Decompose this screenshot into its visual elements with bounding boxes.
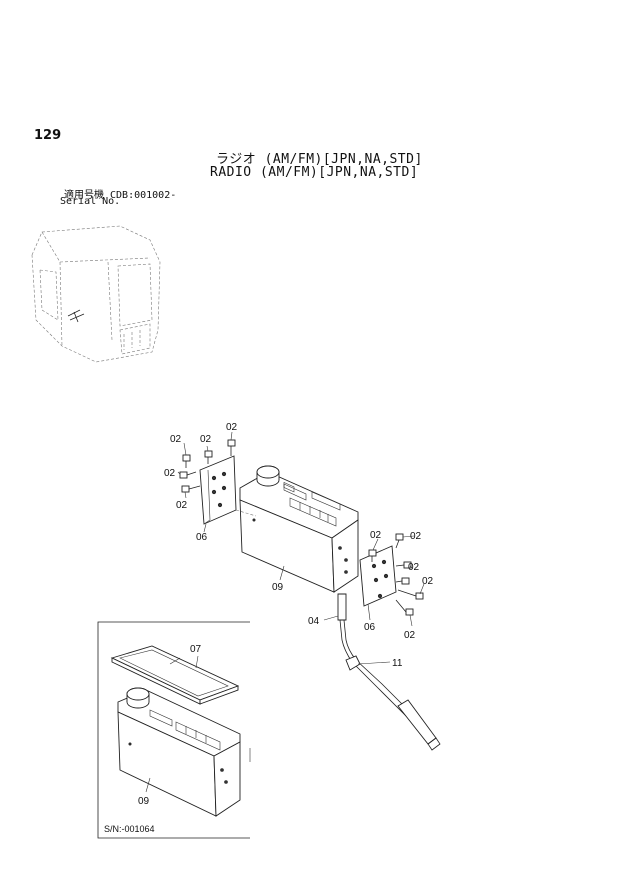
callout-06: 06 xyxy=(196,532,208,543)
bolt xyxy=(368,549,377,562)
bolt xyxy=(227,439,236,456)
callout-02: 02 xyxy=(408,562,420,573)
radio-body xyxy=(239,465,359,593)
callout-02: 02 xyxy=(176,500,188,511)
title-japanese: ラジオ (AM/FM)[JPN,NA,STD] xyxy=(216,152,423,167)
callout-06: 06 xyxy=(364,622,376,633)
page-number: 129 xyxy=(34,128,62,143)
callout-02: 02 xyxy=(170,434,182,445)
bolt xyxy=(397,589,424,600)
bracket-right xyxy=(359,545,397,607)
inset-earlier-model: 07 09 S/N:-001064 xyxy=(97,621,251,839)
callout-09: 09 xyxy=(138,796,150,807)
bolt xyxy=(182,454,191,468)
callout-02: 02 xyxy=(200,434,212,445)
bolt xyxy=(181,485,201,493)
callout-11: 11 xyxy=(392,658,403,669)
cab-location-thumbnail xyxy=(31,225,161,363)
callout-02: 02 xyxy=(226,422,238,433)
callout-02: 02 xyxy=(422,576,434,587)
bolt xyxy=(204,450,213,464)
callout-02: 02 xyxy=(370,530,382,541)
callout-07: 07 xyxy=(190,644,202,655)
callout-labels: 02 02 02 02 02 02 02 02 02 06 06 09 04 1… xyxy=(164,422,434,669)
callout-04: 04 xyxy=(308,616,320,627)
title-english: RADIO (AM/FM)[JPN,NA,STD] xyxy=(210,165,419,180)
inset-serial-range: S/N:-001064 xyxy=(104,824,155,834)
bracket-left xyxy=(199,455,257,525)
serial-label-japanese: 適用号機 CDB:001002- xyxy=(64,190,177,201)
callout-02: 02 xyxy=(404,630,416,641)
bolts xyxy=(179,439,424,616)
callout-02: 02 xyxy=(164,468,176,479)
antenna-cable xyxy=(337,593,441,751)
bolt xyxy=(179,471,197,479)
callout-09: 09 xyxy=(272,582,284,593)
serial-label-english: Serial No. xyxy=(60,196,121,207)
bolt xyxy=(395,561,412,569)
bolt xyxy=(395,533,404,549)
leader-lines xyxy=(177,431,425,665)
bolt xyxy=(395,577,410,585)
bolt xyxy=(395,599,414,616)
callout-02: 02 xyxy=(410,531,422,542)
